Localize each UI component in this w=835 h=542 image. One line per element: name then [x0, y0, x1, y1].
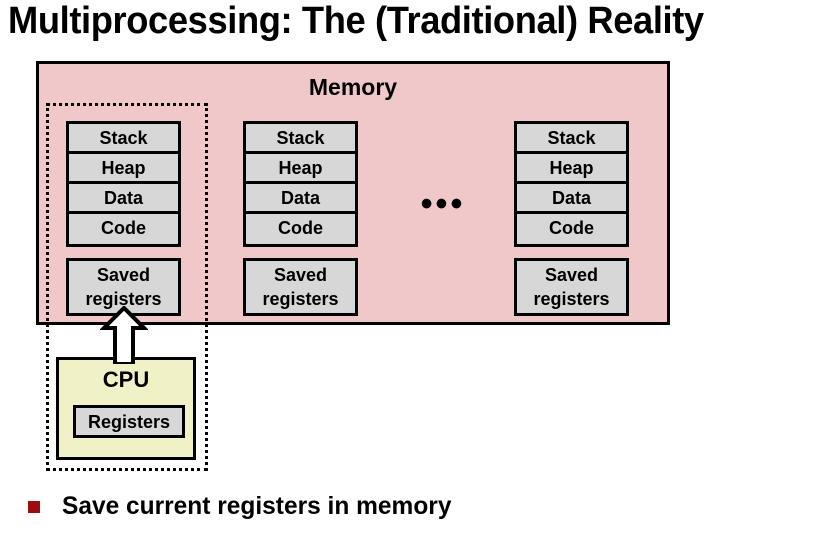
process-3-segments: Stack Heap Data Code: [514, 121, 629, 247]
process-2-segments: Stack Heap Data Code: [243, 121, 358, 247]
segment-stack: Stack: [517, 124, 626, 154]
segment-code: Code: [517, 214, 626, 244]
segment-heap: Heap: [517, 154, 626, 184]
process-block-1[interactable]: Stack Heap Data Code Saved registers: [66, 121, 181, 316]
segment-code: Code: [69, 214, 178, 244]
segment-code: Code: [246, 214, 355, 244]
saved-registers-line-1: Saved: [544, 265, 599, 285]
segment-heap: Heap: [69, 154, 178, 184]
segment-heap: Heap: [246, 154, 355, 184]
process-block-3[interactable]: Stack Heap Data Code Saved registers: [514, 121, 629, 316]
cpu-block[interactable]: CPU Registers: [56, 357, 196, 460]
saved-registers-line-2: registers: [533, 289, 610, 309]
ellipsis-icon: •••: [420, 185, 466, 223]
memory-label: Memory: [308, 74, 398, 100]
segment-data: Data: [69, 184, 178, 214]
segment-data: Data: [517, 184, 626, 214]
saved-registers-line-2: registers: [85, 289, 162, 309]
saved-registers-box-3: Saved registers: [514, 258, 629, 316]
bullet-list-item: Save current registers in memory: [28, 492, 459, 521]
save-registers-arrow-icon: [100, 306, 148, 364]
bullet-marker-icon: [28, 500, 40, 513]
process-1-segments: Stack Heap Data Code: [66, 121, 181, 247]
segment-stack: Stack: [246, 124, 355, 154]
process-block-2[interactable]: Stack Heap Data Code Saved registers: [243, 121, 358, 316]
saved-registers-line-1: Saved: [273, 265, 328, 285]
saved-registers-box-2: Saved registers: [243, 258, 358, 316]
cpu-registers-box: Registers: [73, 405, 185, 438]
page-title: Multiprocessing: The (Traditional) Reali…: [8, 0, 704, 42]
segment-stack: Stack: [69, 124, 178, 154]
cpu-label: CPU: [102, 367, 150, 392]
segment-data: Data: [246, 184, 355, 214]
saved-registers-line-2: registers: [262, 289, 339, 309]
bullet-text: Save current registers in memory: [62, 492, 452, 520]
saved-registers-line-1: Saved: [96, 265, 151, 285]
